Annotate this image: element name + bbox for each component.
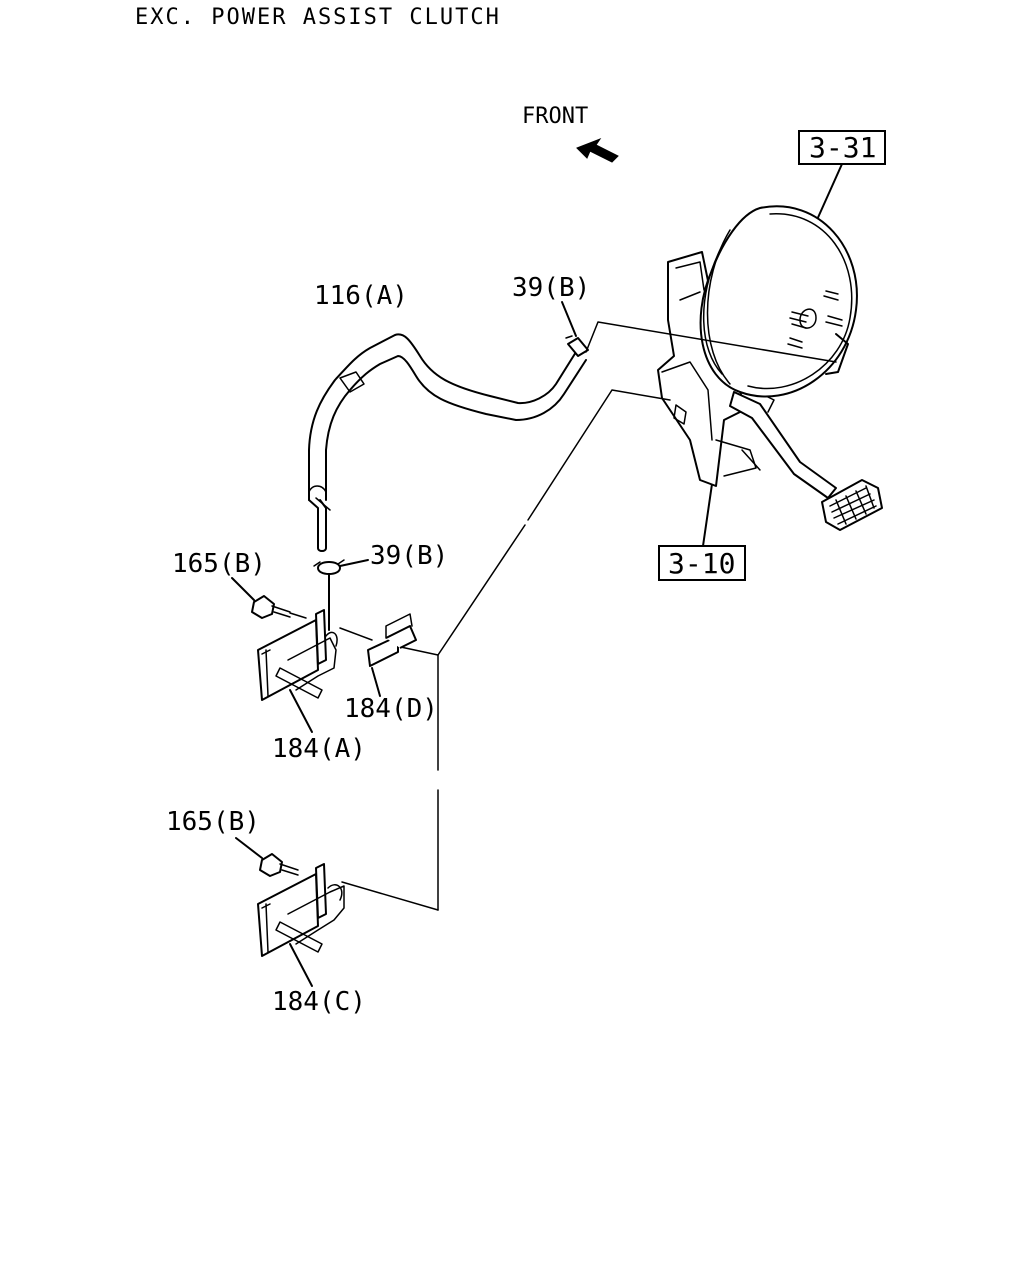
bracket-184a <box>257 609 338 701</box>
clip-184d <box>367 613 417 667</box>
front-arrow-icon <box>576 137 619 163</box>
diagram-title: EXC. POWER ASSIST CLUTCH <box>135 5 501 30</box>
leader-3-31 <box>815 163 843 223</box>
vacuum-line <box>339 321 837 911</box>
callout-116a[interactable]: 116(A) <box>314 281 408 311</box>
leader-165b-lower <box>235 837 263 859</box>
bolt-165b-lower <box>259 853 299 877</box>
leader-3-10 <box>702 483 713 547</box>
bolt-165b-upper <box>251 595 291 619</box>
pedal-bracket-assembly <box>657 251 883 531</box>
front-label: FRONT <box>522 104 588 129</box>
brake-booster <box>699 205 858 398</box>
reference-3-10-text: 3-10 <box>668 547 735 580</box>
bracket-184c <box>257 863 345 957</box>
reference-box-3-31[interactable]: 3-31 <box>798 130 886 165</box>
clamp-39b-upper <box>565 335 589 357</box>
bolt-165b-upper-axis <box>289 612 307 619</box>
callout-184c[interactable]: 184(C) <box>272 987 366 1017</box>
leader-39b-upper <box>561 301 577 337</box>
callout-39b-lower[interactable]: 39(B) <box>370 541 448 571</box>
leader-165b-upper <box>231 577 255 601</box>
leader-39b-lower <box>339 559 369 567</box>
leader-184c <box>289 943 313 987</box>
pedal-pad <box>821 479 883 531</box>
reference-box-3-10[interactable]: 3-10 <box>658 545 746 581</box>
reference-3-31-text: 3-31 <box>809 131 876 164</box>
leader-184a <box>289 689 313 733</box>
callout-165b-lower[interactable]: 165(B) <box>166 807 260 837</box>
clamp-39b-lower <box>313 559 345 575</box>
callout-165b-upper[interactable]: 165(B) <box>172 549 266 579</box>
leader-184d <box>371 667 381 697</box>
callout-184a[interactable]: 184(A) <box>272 734 366 764</box>
callout-184d[interactable]: 184(D) <box>344 694 438 724</box>
hose-116a <box>308 333 587 552</box>
callout-39b-upper[interactable]: 39(B) <box>512 273 590 303</box>
